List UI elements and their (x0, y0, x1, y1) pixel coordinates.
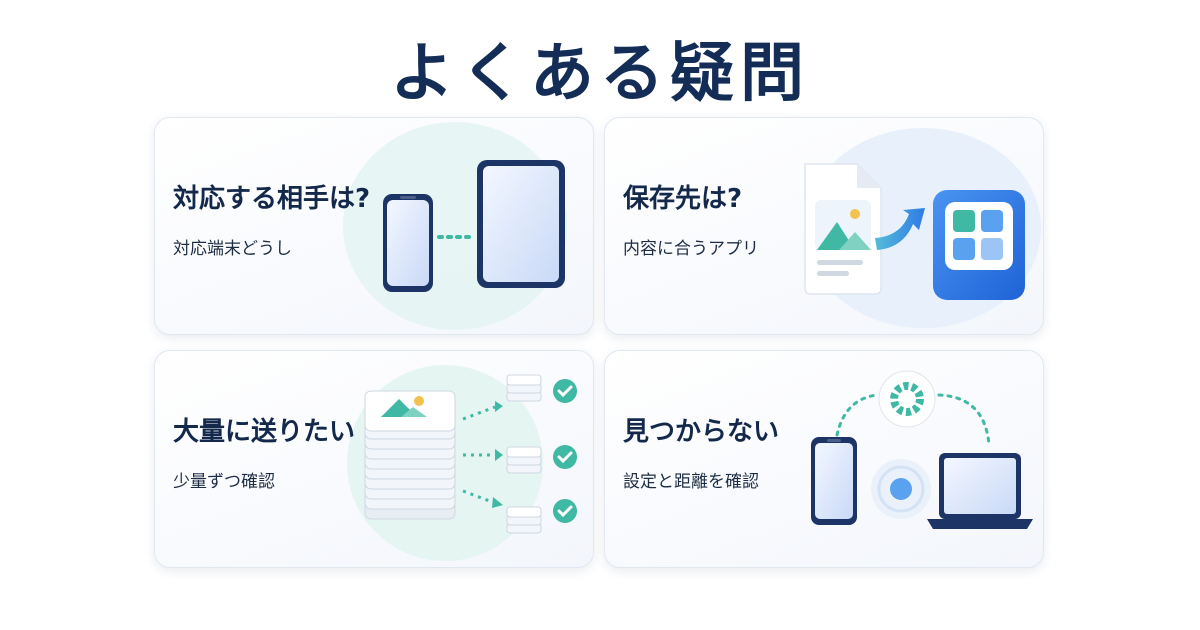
device-search-icon (811, 370, 1033, 529)
faq-card-save-location: 保存先は? 内容に合うアプリ (604, 117, 1044, 335)
card-title: 大量に送りたい (173, 417, 356, 447)
card-title: 保存先は? (623, 184, 743, 214)
batch-send-icon (347, 365, 577, 561)
faq-card-compatibility: 対応する相手は? 対応端末どうし (154, 117, 594, 335)
phone-tablet-icon (343, 122, 567, 330)
card-subtitle: 対応端末どうし (173, 239, 292, 259)
page-title: よくある疑問 (390, 37, 810, 111)
card-subtitle: 設定と距離を確認 (623, 472, 759, 492)
card-subtitle: 内容に合うアプリ (623, 239, 759, 259)
card-title: 対応する相手は? (173, 184, 371, 214)
card-title: 見つからない (623, 417, 780, 447)
file-to-app-icon (804, 128, 1041, 328)
faq-card-bulk-send: 大量に送りたい 少量ずつ確認 (154, 350, 594, 568)
faq-card-not-found: 見つからない 設定と距離を確認 (604, 350, 1044, 568)
card-subtitle: 少量ずつ確認 (173, 472, 275, 492)
